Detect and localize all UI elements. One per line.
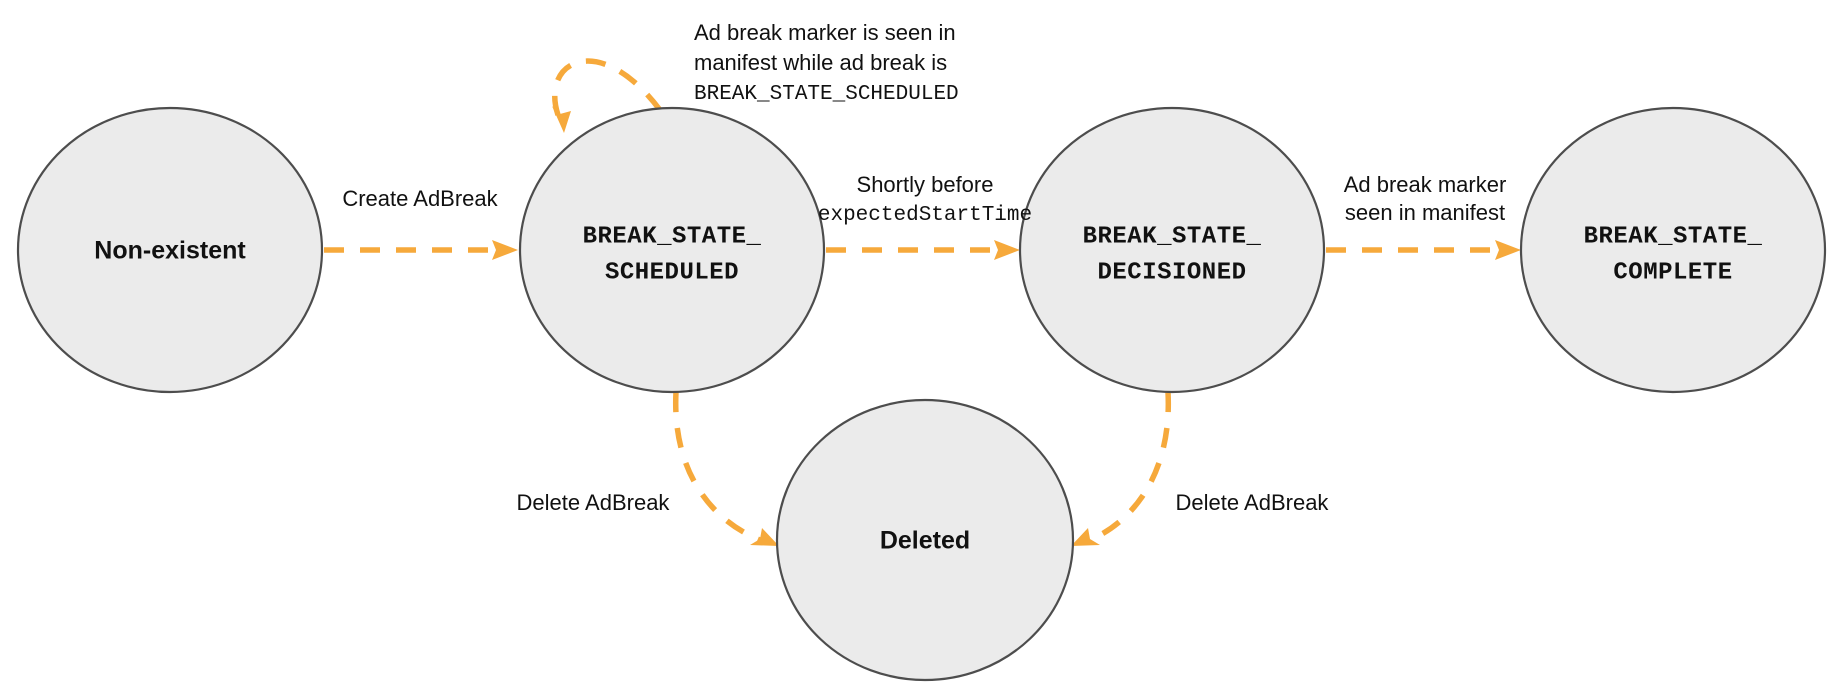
node-break-state-complete-label-line2: COMPLETE bbox=[1613, 259, 1732, 286]
edge-label-decisioned-to-complete: Ad break marker seen in manifest bbox=[1344, 172, 1507, 225]
edge-label-scheduled-to-deleted: Delete AdBreak bbox=[517, 490, 671, 515]
edge-label-scheduled-to-decisioned-line1: Shortly before bbox=[857, 172, 994, 197]
edge-label-create-adbreak-seg-word: Create bbox=[342, 186, 413, 211]
node-break-state-decisioned-shape[interactable] bbox=[1018, 106, 1326, 394]
node-break-state-complete-shape[interactable] bbox=[1519, 106, 1827, 394]
node-non-existent[interactable]: Non-existent bbox=[16, 106, 324, 394]
node-break-state-scheduled[interactable]: BREAK_STATE_ SCHEDULED bbox=[518, 106, 826, 394]
edge-label-scheduled-to-deleted-seg-word: Delete bbox=[517, 490, 586, 515]
edge-label-decisioned-to-deleted-seg-code: AdBreak bbox=[1244, 490, 1329, 515]
edge-create-adbreak bbox=[324, 240, 518, 260]
edge-label-self-loop-line2: manifest while ad break is bbox=[694, 50, 947, 75]
node-break-state-scheduled-shape[interactable] bbox=[518, 106, 826, 394]
edge-self-loop-scheduled-arrowhead bbox=[552, 106, 571, 133]
node-break-state-decisioned-label-line1: BREAK_STATE_ bbox=[1083, 223, 1262, 250]
edge-label-decisioned-to-complete-line2: seen in manifest bbox=[1345, 200, 1505, 225]
node-break-state-scheduled-label-line2: SCHEDULED bbox=[605, 259, 739, 286]
edge-create-adbreak-arrowhead bbox=[492, 240, 518, 260]
edge-decisioned-to-deleted-arrowhead bbox=[1071, 528, 1100, 546]
edge-scheduled-to-deleted-path bbox=[673, 391, 762, 543]
node-break-state-decisioned-label-line2: DECISIONED bbox=[1097, 259, 1246, 286]
edge-label-decisioned-to-complete-line1: Ad break marker bbox=[1344, 172, 1507, 197]
node-deleted[interactable]: Deleted bbox=[775, 398, 1075, 682]
node-deleted-shape[interactable] bbox=[775, 398, 1075, 682]
edge-decisioned-to-deleted-path bbox=[1088, 391, 1172, 543]
node-break-state-decisioned[interactable]: BREAK_STATE_ DECISIONED bbox=[1018, 106, 1326, 394]
node-non-existent-shape[interactable] bbox=[16, 106, 324, 394]
edge-label-create-adbreak-seg-code: AdBreak bbox=[413, 186, 498, 211]
edge-label-self-loop-line3: BREAK_STATE_SCHEDULED bbox=[694, 83, 959, 106]
node-break-state-scheduled-label-line1: BREAK_STATE_ bbox=[583, 223, 762, 250]
edge-decisioned-to-complete bbox=[1326, 240, 1521, 260]
edge-label-scheduled-to-decisioned-line2: expectedStartTime bbox=[818, 204, 1032, 227]
edge-scheduled-to-deleted-arrowhead bbox=[750, 528, 779, 546]
edge-label-scheduled-to-deleted-seg-code: AdBreak bbox=[585, 490, 670, 515]
edge-label-decisioned-to-deleted-seg-word: Delete bbox=[1176, 490, 1245, 515]
edge-decisioned-to-complete-arrowhead bbox=[1495, 240, 1521, 260]
edge-label-decisioned-to-deleted: Delete AdBreak bbox=[1176, 490, 1330, 515]
edge-self-loop-scheduled-path bbox=[552, 58, 663, 116]
node-break-state-complete[interactable]: BREAK_STATE_ COMPLETE bbox=[1519, 106, 1827, 394]
edge-decisioned-to-deleted bbox=[1071, 391, 1172, 546]
node-non-existent-label: Non-existent bbox=[94, 237, 246, 265]
edge-self-loop-scheduled bbox=[552, 58, 663, 133]
edge-scheduled-to-decisioned bbox=[826, 240, 1020, 260]
edge-scheduled-to-deleted bbox=[673, 391, 779, 546]
edge-scheduled-to-decisioned-arrowhead bbox=[994, 240, 1020, 260]
node-deleted-label: Deleted bbox=[880, 527, 970, 555]
node-break-state-complete-label-line1: BREAK_STATE_ bbox=[1584, 223, 1763, 250]
edge-label-self-loop-line1: Ad break marker is seen in bbox=[694, 20, 956, 45]
edge-label-scheduled-to-decisioned: Shortly before expectedStartTime bbox=[818, 172, 1032, 227]
edge-label-self-loop-scheduled: Ad break marker is seen in manifest whil… bbox=[694, 20, 959, 106]
edge-label-create-adbreak: Create AdBreak bbox=[342, 186, 498, 211]
